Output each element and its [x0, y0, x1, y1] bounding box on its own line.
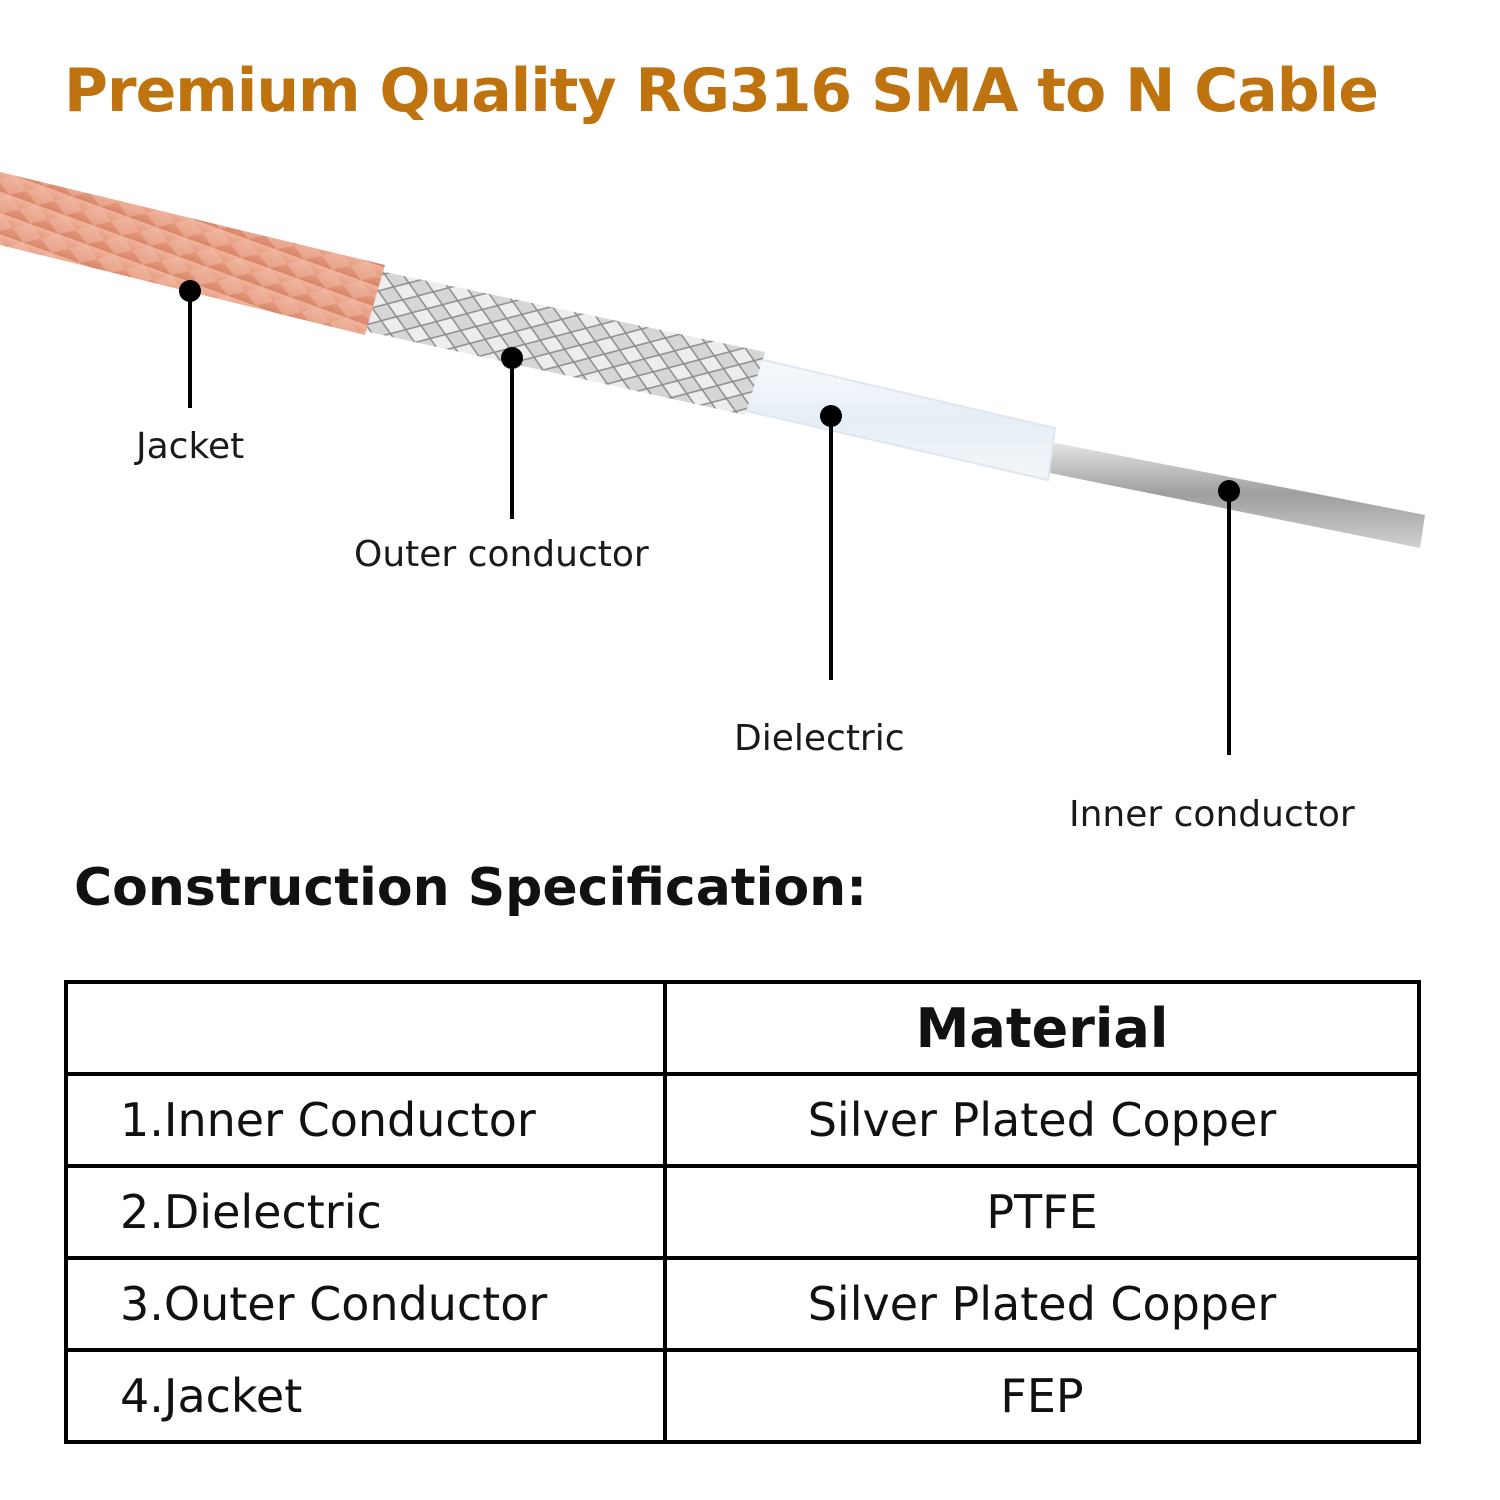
table-row: 4.Jacket FEP: [64, 1348, 1421, 1444]
header-material: Material: [663, 980, 1421, 1076]
part-cell: 1.Inner Conductor: [64, 1072, 667, 1168]
table-row: 1.Inner Conductor Silver Plated Copper: [64, 1072, 1421, 1168]
material-cell: Silver Plated Copper: [663, 1256, 1421, 1352]
material-cell: FEP: [663, 1348, 1421, 1444]
spec-table: Material 1.Inner Conductor Silver Plated…: [64, 980, 1421, 1444]
header-part: [64, 980, 667, 1076]
part-cell: 3.Outer Conductor: [64, 1256, 667, 1352]
jacket-leader: [188, 290, 192, 408]
table-header-row: Material: [64, 980, 1421, 1076]
cable-diagram: Jacket Outer conductor Dielectric Inner …: [0, 160, 1500, 860]
section-title: Construction Specification:: [74, 858, 867, 918]
page-title: Premium Quality RG316 SMA to N Cable: [64, 56, 1379, 126]
jacket-shape: [0, 172, 385, 335]
dielectric-leader: [829, 415, 833, 680]
table-row: 2.Dielectric PTFE: [64, 1164, 1421, 1260]
part-cell: 2.Dielectric: [64, 1164, 667, 1260]
inner-conductor-leader: [1227, 490, 1231, 755]
part-cell: 4.Jacket: [64, 1348, 667, 1444]
outer-conductor-leader: [510, 357, 514, 519]
dielectric-shape: [740, 356, 1057, 482]
jacket-label: Jacket: [136, 426, 245, 467]
table-row: 3.Outer Conductor Silver Plated Copper: [64, 1256, 1421, 1352]
cable-illustration: [0, 172, 1425, 548]
outer-conductor-label: Outer conductor: [354, 534, 649, 575]
inner-conductor-label: Inner conductor: [1069, 794, 1355, 835]
outer-conductor-shape: [360, 270, 765, 415]
dielectric-label: Dielectric: [734, 718, 905, 759]
material-cell: PTFE: [663, 1164, 1421, 1260]
material-cell: Silver Plated Copper: [663, 1072, 1421, 1168]
